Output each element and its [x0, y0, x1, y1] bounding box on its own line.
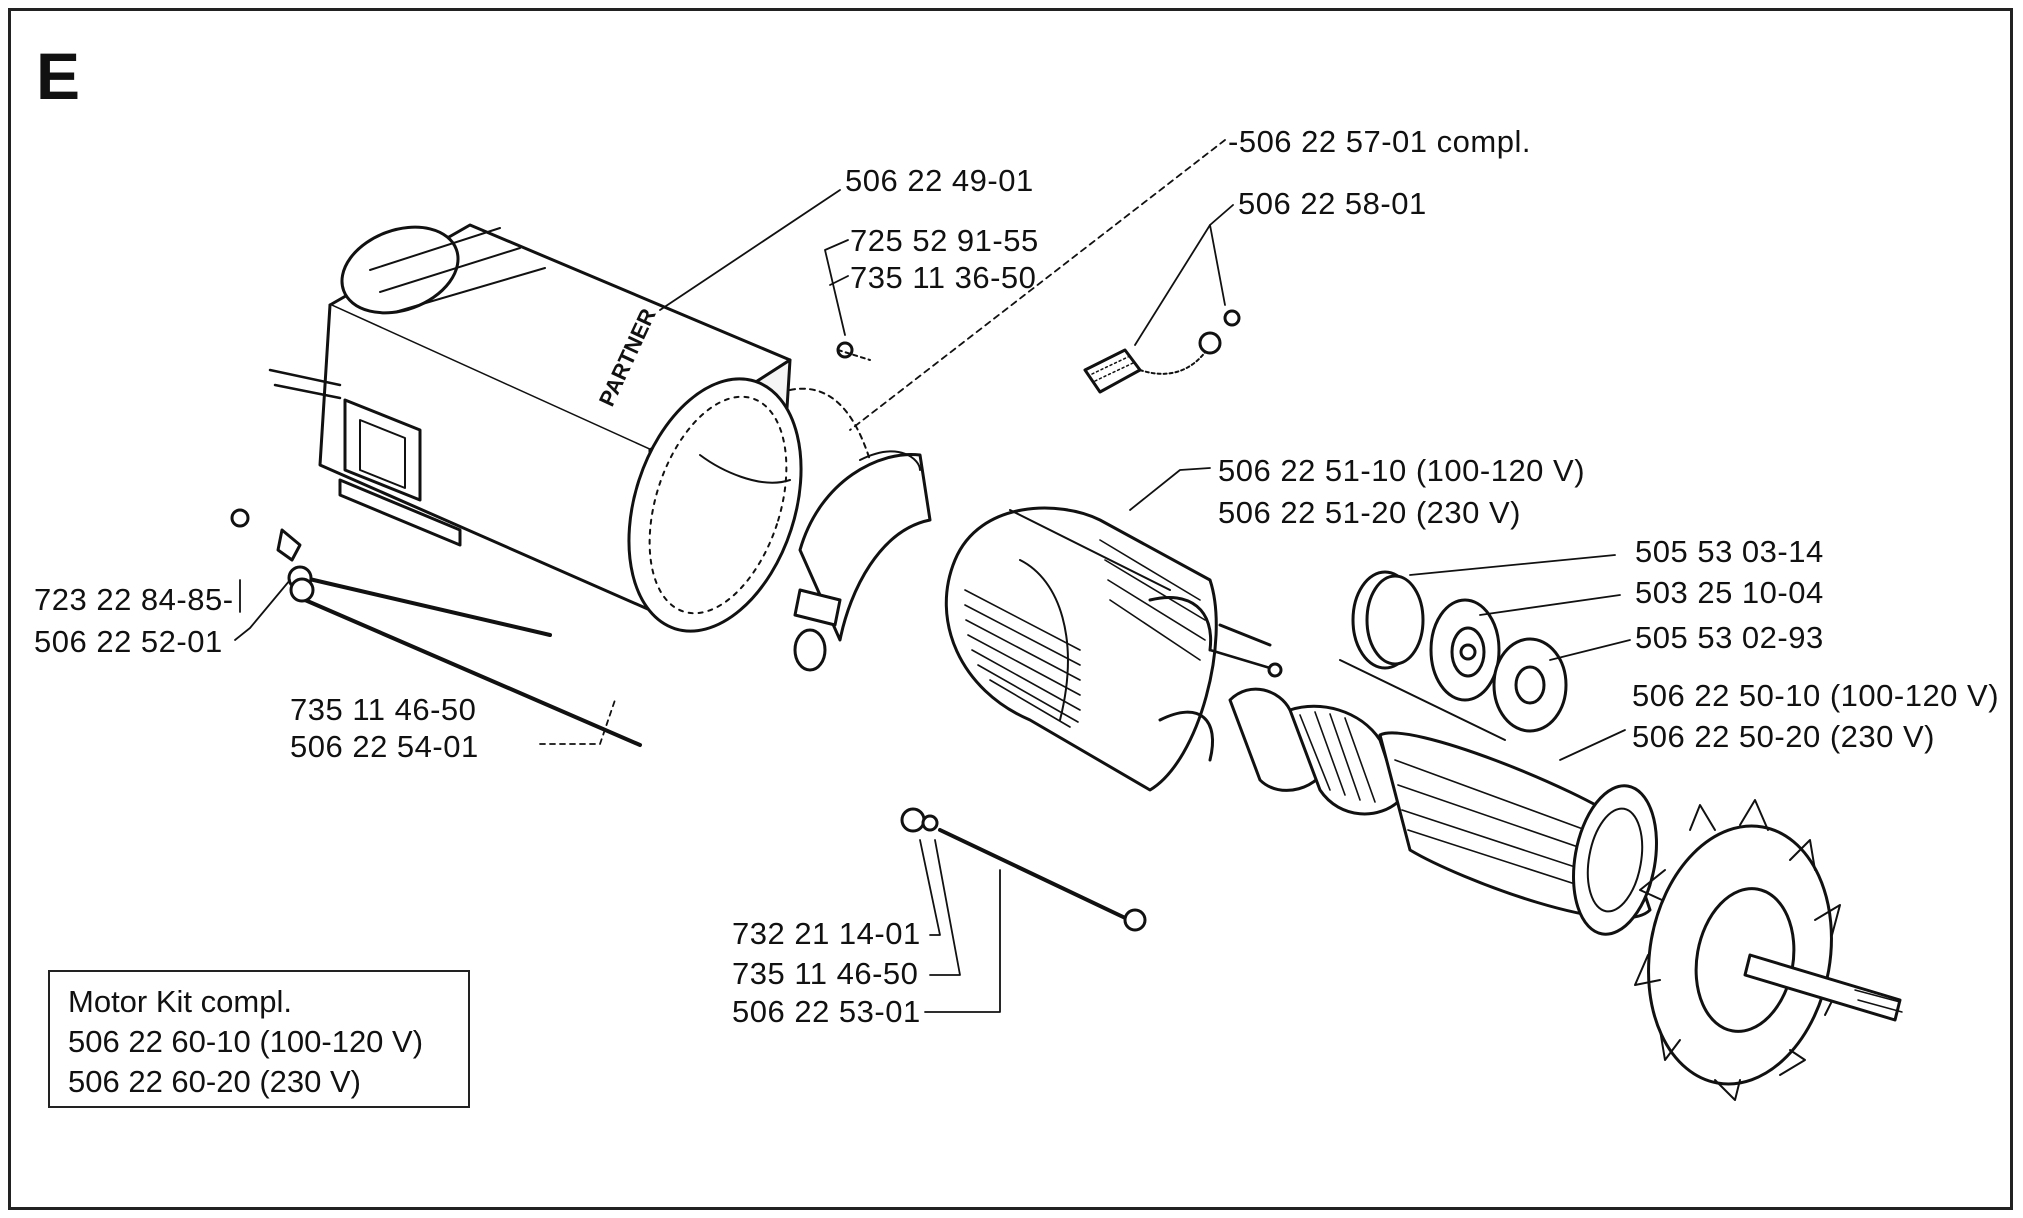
label-clamp-left: 506 22 52-01 — [34, 624, 223, 659]
brush-holder-drawing — [1083, 309, 1241, 394]
motor-kit-title: Motor Kit compl. — [68, 984, 292, 1019]
label-nut-bottom: 732 21 14-01 — [732, 916, 921, 951]
label-motor-compl: -506 22 57-01 compl. — [1228, 124, 1531, 159]
label-screw-top: 725 52 91-55 — [850, 223, 1039, 258]
label-bearing-cap: 505 53 03-14 — [1635, 534, 1824, 569]
motor-kit-line-1: 506 22 60-10 (100-120 V) — [68, 1024, 424, 1059]
label-armature-a: 506 22 50-10 (100-120 V) — [1632, 678, 2000, 713]
tie-rods-drawing — [230, 508, 1272, 932]
label-stator-b: 506 22 51-20 (230 V) — [1218, 495, 1521, 530]
armature-drawing — [1228, 687, 1903, 1101]
label-screw-left: 723 22 84-85- — [34, 582, 234, 617]
leader-lines — [234, 139, 1631, 1013]
motor-kit-line-2: 506 22 60-20 (230 V) — [68, 1064, 361, 1099]
bearing-set-drawing — [1339, 570, 1568, 741]
label-rod-left: 506 22 54-01 — [290, 729, 479, 764]
label-brush: 506 22 58-01 — [1238, 186, 1427, 221]
brush-bridge-drawing — [793, 341, 932, 672]
label-bearing-ring: 505 53 02-93 — [1635, 620, 1824, 655]
label-washer-left: 735 11 46-50 — [290, 692, 477, 727]
label-stator-a: 506 22 51-10 (100-120 V) — [1218, 453, 1586, 488]
label-washer-top: 735 11 36-50 — [850, 260, 1037, 295]
motor-housing-drawing — [268, 223, 871, 633]
stator-drawing — [944, 506, 1283, 792]
section-letter: E — [36, 39, 81, 113]
label-housing: 506 22 49-01 — [845, 163, 1034, 198]
motor-kit-box: Motor Kit compl. 506 22 60-10 (100-120 V… — [48, 970, 470, 1108]
label-bearing: 503 25 10-04 — [1635, 575, 1824, 610]
label-armature-b: 506 22 50-20 (230 V) — [1632, 719, 1935, 754]
drawing-frame — [8, 8, 2013, 1210]
label-washer-bottom: 735 11 46-50 — [732, 956, 919, 991]
label-rod-bottom: 506 22 53-01 — [732, 994, 921, 1029]
